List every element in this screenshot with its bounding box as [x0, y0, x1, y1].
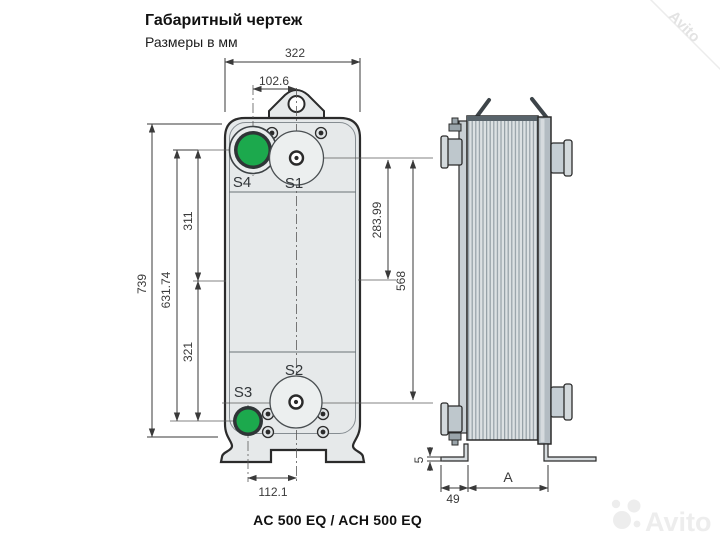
dim-port-span-left: 631.74 [159, 271, 173, 308]
front-view: S4 S1 S3 S2 [170, 85, 433, 482]
port-s1 [268, 130, 325, 186]
dim-lower-half: 321 [181, 342, 195, 362]
front-plate [458, 120, 468, 434]
stud-details [448, 117, 462, 446]
label-s4: S4 [233, 174, 251, 191]
side-dimensions [426, 447, 549, 492]
label-s3: S3 [234, 384, 252, 401]
avito-logo-text: Avito [645, 507, 712, 537]
dim-port-offset-top: 102.6 [259, 74, 289, 88]
body-outline [219, 116, 366, 464]
gasket-line [229, 122, 356, 434]
model-label: AC 500 EQ / ACH 500 EQ [253, 512, 422, 528]
pressure-plate-highlight [540, 119, 545, 442]
dim-overall-width: 322 [285, 46, 305, 60]
dim-upper-half: 311 [181, 211, 195, 230]
port-s2 [269, 375, 323, 429]
dim-foot-thickness: 5 [412, 456, 426, 463]
mounting-lug [268, 89, 325, 121]
dim-stack-length: A [503, 469, 513, 485]
front-dimension-labels: 322 102.6 739 631.74 311 321 283.99 568 … [135, 46, 408, 499]
port-s4 [228, 125, 278, 175]
dim-port-offset-bottom: 112.1 [258, 485, 287, 499]
corner-watermark-text: Avito [665, 8, 703, 46]
port-s3 [233, 406, 263, 436]
page-title: Габаритный чертеж [145, 12, 303, 29]
side-port-bottom-right [550, 383, 573, 421]
label-s2: S2 [285, 362, 303, 379]
avito-logo-watermark: Avito [611, 499, 712, 537]
side-port-top-right [550, 139, 573, 177]
dim-foot-overhang: 49 [446, 492, 460, 506]
side-view [440, 97, 597, 462]
page-subtitle: Размеры в мм [145, 34, 238, 50]
label-s1: S1 [285, 175, 303, 192]
front-dimensions [147, 58, 417, 482]
plate-pack [466, 115, 539, 441]
side-foot-right [543, 443, 597, 462]
bolt-washers [261, 126, 330, 439]
avito-logo-icon [611, 499, 641, 529]
side-port-bottom-left [440, 402, 463, 436]
side-port-top-left [440, 135, 463, 169]
dim-port-span-right: 568 [394, 271, 408, 291]
side-dimension-labels: 5 49 A [412, 456, 513, 506]
corner-watermark: Avito [649, 0, 720, 71]
side-foot-left [440, 443, 469, 462]
dim-overall-height: 739 [135, 274, 149, 294]
plate-pack-top-band [467, 116, 538, 121]
dim-upper-half-right: 283.99 [370, 201, 384, 238]
